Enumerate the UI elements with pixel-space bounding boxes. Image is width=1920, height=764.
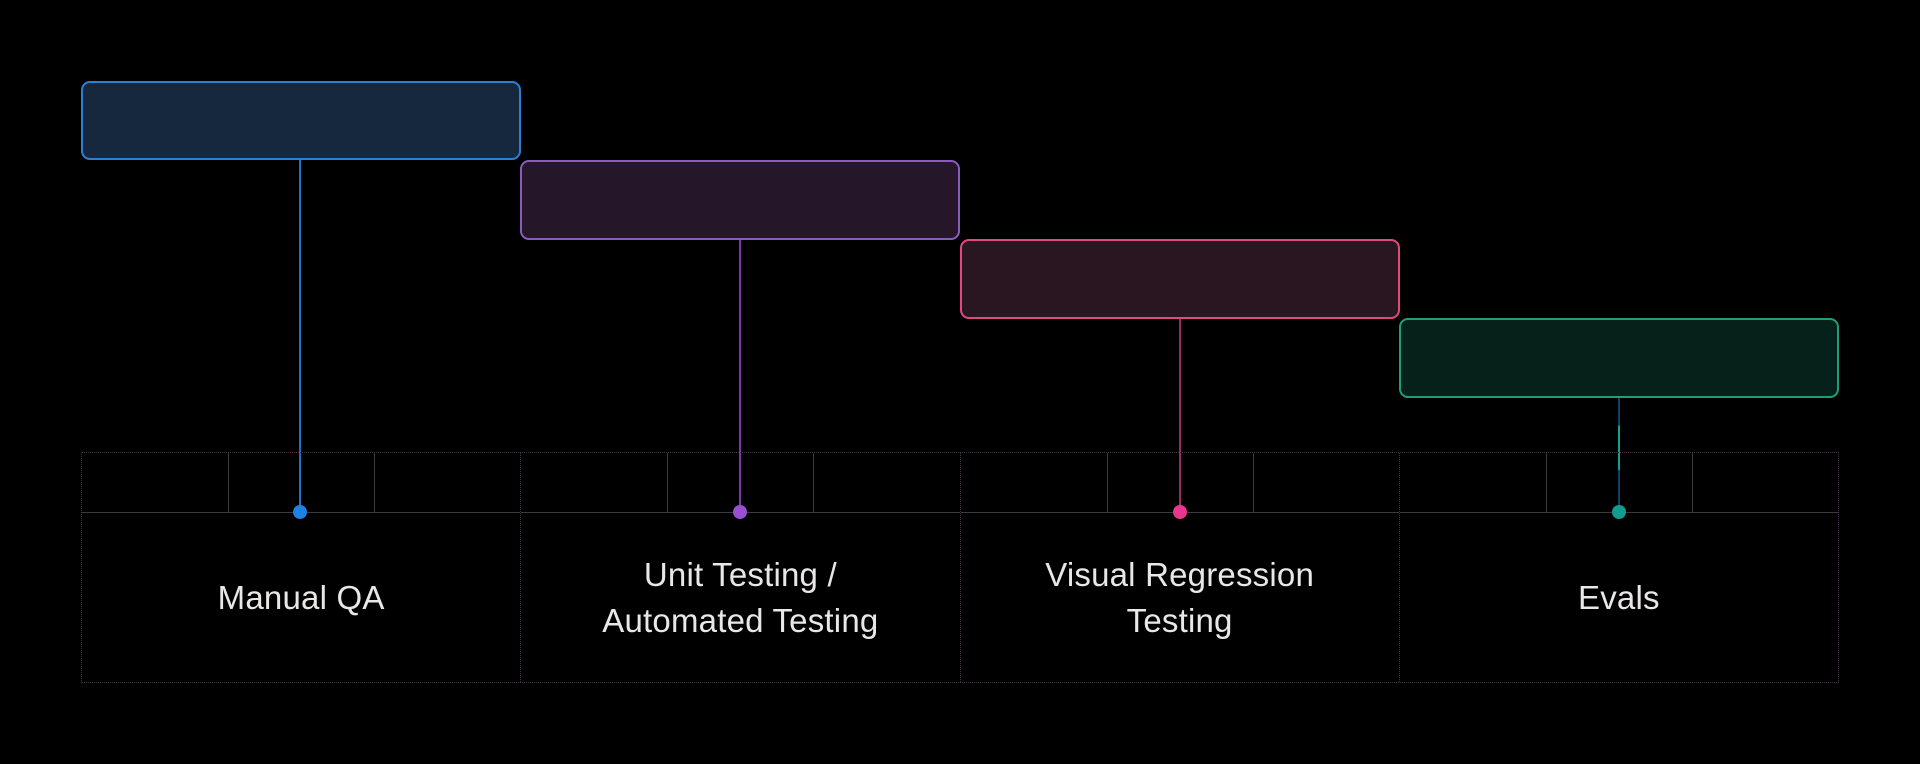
stage-box-evals (1399, 318, 1839, 398)
ruler-cell-visual-regression (960, 453, 1399, 513)
section-visual-regression: Visual Regression Testing (959, 453, 1399, 682)
ruler-cell-evals (1399, 453, 1838, 513)
timeline-dot-evals (1612, 505, 1626, 519)
stage-box-visual-regression (960, 239, 1400, 319)
timeline-dot-unit-testing (733, 505, 747, 519)
tick-mark (1252, 453, 1254, 512)
stem-line-unit-testing (739, 240, 741, 512)
stage-label-manual-qa: Manual QA (217, 578, 385, 616)
stem-line-manual-qa (299, 160, 301, 512)
tick-mark (1691, 453, 1693, 512)
timeline-table: Manual QA Unit Testing / Automated Testi… (81, 452, 1839, 683)
stage-box-unit-testing (520, 160, 960, 240)
timeline-dot-visual-regression (1173, 505, 1187, 519)
section-manual-qa: Manual QA (82, 453, 521, 682)
tick-mark (1106, 453, 1108, 512)
section-unit-testing: Unit Testing / Automated Testing (520, 453, 960, 682)
timeline-dot-manual-qa (293, 505, 307, 519)
stage-label-visual-regression: Visual Regression Testing (1045, 555, 1315, 639)
ruler-cell-unit-testing (521, 453, 960, 513)
tick-mark (667, 453, 669, 512)
stage-box-manual-qa (81, 81, 521, 160)
stem-line-visual-regression (1179, 319, 1181, 512)
ruler-cell-manual-qa (82, 453, 521, 513)
tick-mark (813, 453, 815, 512)
tick-mark (374, 453, 376, 512)
section-evals: Evals (1398, 453, 1838, 682)
stem-line-evals (1618, 398, 1620, 512)
tick-mark (228, 453, 230, 512)
stage-label-evals: Evals (1578, 578, 1660, 616)
tick-mark (1545, 453, 1547, 512)
stage-label-unit-testing: Unit Testing / Automated Testing (602, 555, 879, 639)
